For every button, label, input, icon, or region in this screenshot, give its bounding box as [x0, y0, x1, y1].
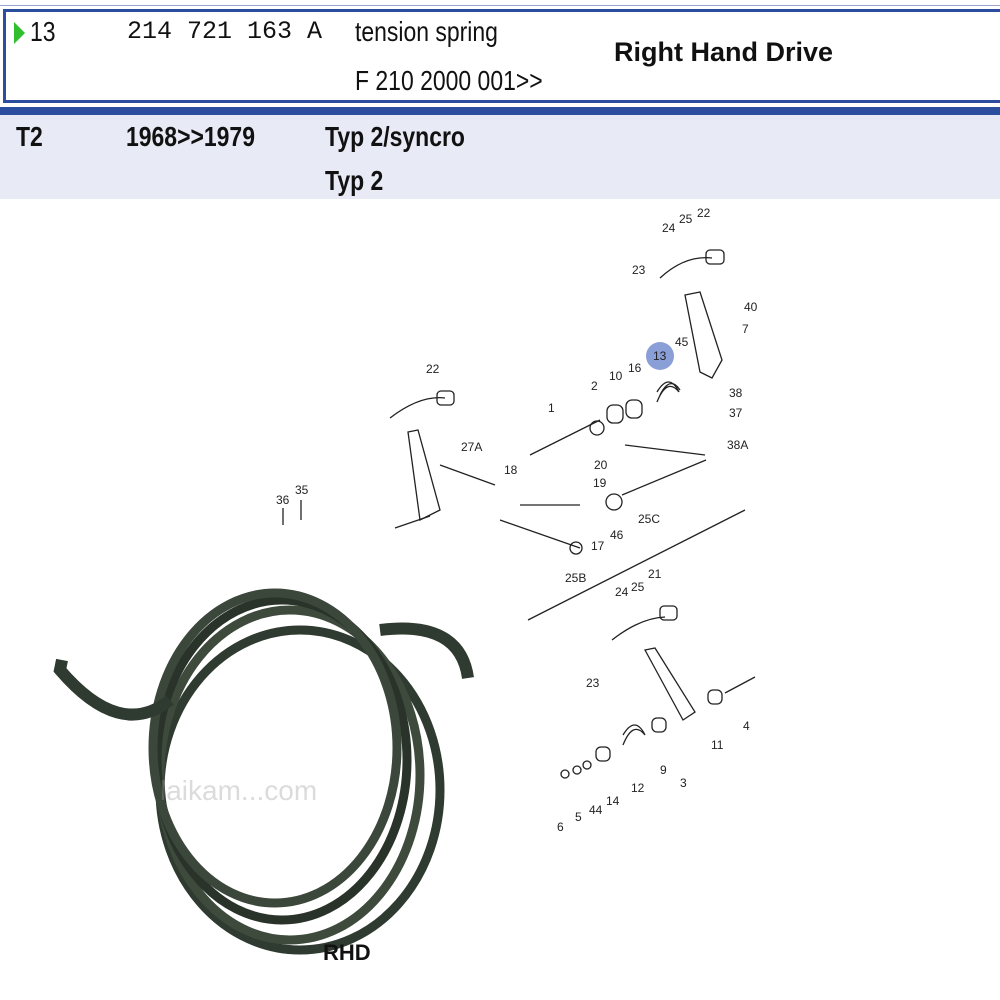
callout-label: 38	[729, 386, 743, 400]
previous-row-border	[0, 0, 1000, 6]
callout-label: 25	[679, 212, 693, 226]
years: 1968>>1979	[126, 121, 255, 152]
callout-label: 22	[697, 206, 711, 220]
callout-label: 23	[586, 676, 600, 690]
callout-label: 37	[729, 406, 743, 420]
callout-label: 6	[557, 820, 564, 834]
callout-label: 44	[589, 803, 603, 817]
callout-label: 4	[743, 719, 750, 733]
callout-label: 12	[631, 781, 645, 795]
callout-label: 35	[295, 483, 309, 497]
callout-label: 19	[593, 476, 607, 490]
callout-label: 5	[575, 810, 582, 824]
callout-label: 14	[606, 794, 620, 808]
drive-note: Right Hand Drive	[614, 37, 834, 67]
callout-label: 18	[504, 463, 518, 477]
callout-label: 24	[662, 221, 676, 235]
callout-label: 25B	[565, 571, 586, 585]
callout-label: 22	[426, 362, 440, 376]
callout-label: 1	[548, 401, 555, 415]
callout-label-highlighted[interactable]: 13	[653, 349, 667, 363]
type-1: Typ 2/syncro	[325, 121, 465, 152]
divider-band	[0, 107, 1000, 115]
callout-label: 24	[615, 585, 629, 599]
callout-label: 2	[591, 379, 598, 393]
pedal-pad	[705, 249, 725, 265]
callout-label: 7	[742, 322, 749, 336]
callout-label: 21	[648, 567, 662, 581]
callout-label: 16	[628, 361, 642, 375]
callout-label: 46	[610, 528, 624, 542]
callout-label: 11	[711, 738, 724, 752]
callout-label: 45	[675, 335, 689, 349]
part-number: 214 721 163 A	[127, 17, 323, 46]
callout-label: 38A	[727, 438, 748, 452]
chassis-from: F 210 2000 001>>	[355, 65, 543, 96]
part-row[interactable]	[3, 9, 1000, 103]
callout-label: 23	[632, 263, 646, 277]
callout-label: 10	[609, 369, 623, 383]
type-2: Typ 2	[325, 165, 384, 196]
callout-label: 3	[680, 776, 687, 790]
photo-caption: RHD	[323, 940, 371, 965]
highlight-marker[interactable]	[646, 342, 674, 370]
callout-label: 20	[594, 458, 608, 472]
callout-label: 36	[276, 493, 290, 507]
callout-label: 25	[631, 580, 645, 594]
callout-label: 9	[660, 763, 667, 777]
callout-label: 27A	[461, 440, 482, 454]
model: T2	[16, 121, 43, 152]
watermark: laikam...com	[160, 775, 317, 806]
callout-label: 25C	[638, 512, 660, 526]
item-number: 13	[30, 16, 56, 47]
part-description: tension spring	[355, 16, 498, 47]
callout-label: 40	[744, 300, 758, 314]
model-row	[0, 115, 1000, 199]
selected-row-arrow-icon	[14, 22, 25, 44]
callout-label: 17	[591, 539, 605, 553]
